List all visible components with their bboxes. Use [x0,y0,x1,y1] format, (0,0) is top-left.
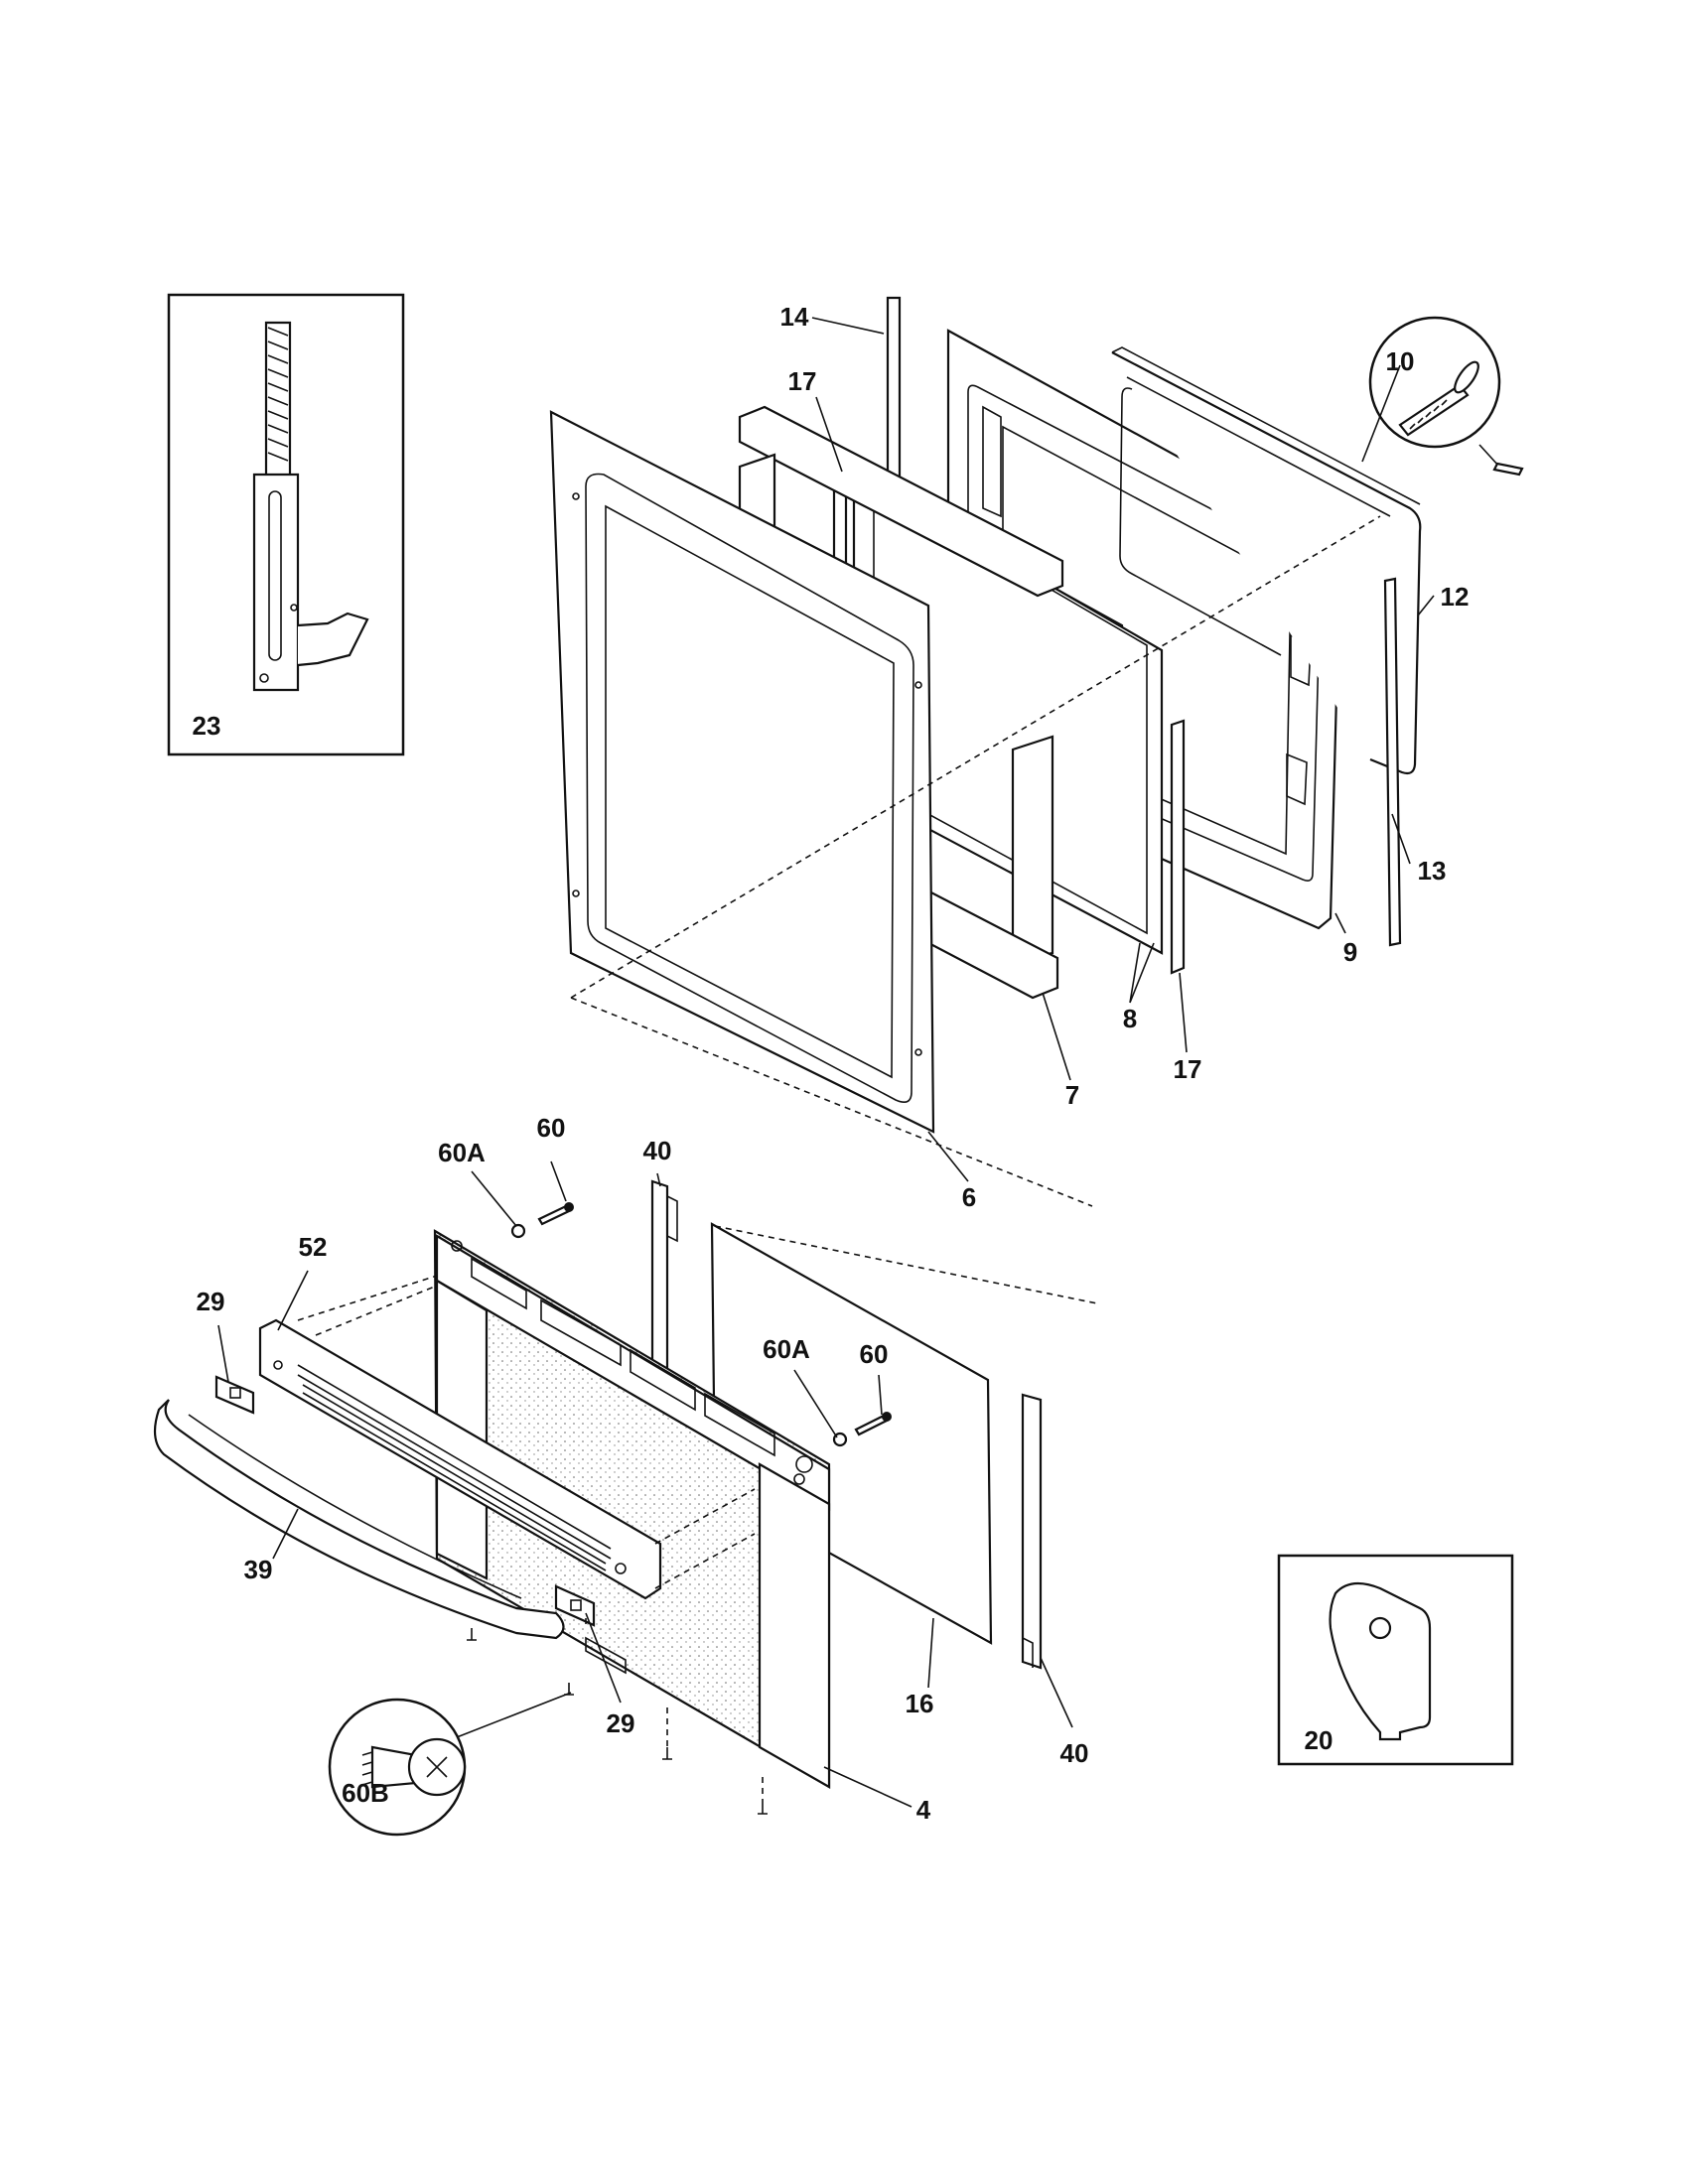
label-20: 20 [1305,1725,1333,1755]
label-6: 6 [962,1182,976,1212]
outer-door-panel-4 [433,1229,831,1789]
vent-trim-52 [258,1318,662,1600]
label-16: 16 [906,1689,934,1718]
label-60-left: 60 [537,1113,566,1143]
label-10: 10 [1386,346,1415,376]
label-13: 13 [1418,856,1447,886]
label-4: 4 [916,1795,931,1825]
label-7: 7 [1065,1080,1079,1110]
label-17-top: 17 [788,366,817,396]
leader-lines-upper [811,317,1435,1182]
hinge-part-23 [252,321,369,692]
door-liner-frame-12 [1111,346,1422,775]
label-60A-left: 60A [438,1138,486,1167]
bracket-29-right [554,1584,596,1627]
label-52: 52 [299,1232,328,1262]
label-29-right: 29 [607,1708,635,1738]
label-14: 14 [780,302,809,332]
label-60A-right: 60A [763,1334,810,1364]
label-17-bottom: 17 [1174,1054,1202,1084]
door-handle-39 [153,1399,565,1640]
label-40-top: 40 [643,1136,672,1165]
gasket-strip-13 [1383,577,1402,947]
inset-part-20 [1277,1554,1514,1766]
alignment-lines-lower [297,1225,1098,1802]
side-strip-40-left [650,1179,678,1387]
part-labels: 14 17 10 12 13 9 8 17 7 6 23 40 60 60A 5… [193,302,1470,1825]
side-strip-40-right [1021,1393,1043,1670]
screw-60-upper [510,1202,574,1239]
screw-inset-60B [328,1692,572,1837]
label-12: 12 [1441,582,1470,612]
leader-lines-lower [217,1160,1073,1808]
screw-inset-10 [1368,316,1524,477]
alignment-line [570,515,1381,999]
side-strip-14 [886,296,902,498]
label-60-right: 60 [860,1339,889,1369]
bracket-29-left [214,1375,255,1415]
label-9: 9 [1343,937,1357,967]
label-29-left: 29 [197,1287,225,1316]
inset-hinge-23 [167,293,405,756]
label-8: 8 [1123,1004,1137,1033]
label-39: 39 [244,1555,273,1584]
label-23: 23 [193,711,221,741]
label-60B: 60B [342,1778,389,1808]
label-40-bottom: 40 [1060,1738,1089,1768]
